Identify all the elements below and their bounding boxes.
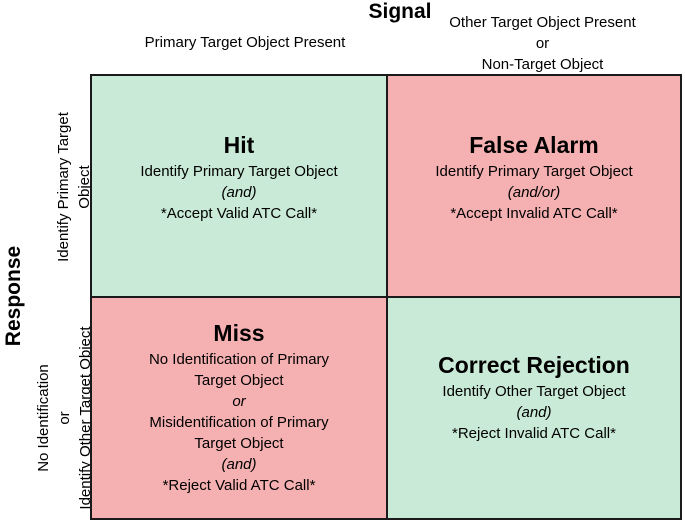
cell-false-alarm: False Alarm Identify Primary Target Obje… [386,74,682,298]
cell-hit: Hit Identify Primary Target Object (and)… [90,74,388,298]
cell-line: or [232,393,246,410]
cell-line: (and/or) [507,184,561,201]
column-header-line: Primary Target Object Present [144,34,346,51]
cell-line: Identify Primary Target Object [435,163,633,180]
signal-detection-matrix: Hit Identify Primary Target Object (and)… [90,74,682,520]
row-header-line: Identify Primary Target [55,112,72,262]
cell-line: *Accept Valid ATC Call* [160,205,318,222]
row-header-no-identification: No Identification or Identify Other Targ… [33,308,94,528]
response-axis-title: Response [2,245,25,347]
cell-miss: Miss No Identification of Primary Target… [90,296,388,520]
cell-title: Hit [223,132,255,158]
cell-line: *Reject Valid ATC Call* [162,477,316,494]
cell-title: Miss [213,320,265,346]
column-header-line: Other Target Object Present [449,14,636,31]
cell-line: No Identification of Primary [148,351,330,368]
cell-line: Identify Primary Target Object [140,163,338,180]
cell-line: *Accept Invalid ATC Call* [450,205,618,222]
cell-line: Target Object [194,435,284,452]
cell-line: (and) [221,184,257,201]
row-header-line: No Identification [35,364,52,472]
cell-title: False Alarm [469,132,599,158]
cell-line: (and) [516,404,552,421]
cell-correct-rejection: Correct Rejection Identify Other Target … [386,296,682,520]
cell-line: Misidentification of Primary [149,414,329,431]
cell-line: *Reject Invalid ATC Call* [452,425,616,442]
cell-line: (and) [221,456,257,473]
column-header-primary-present: Primary Target Object Present [120,32,370,53]
cell-line: Identify Other Target Object [442,383,626,400]
row-header-line: or [56,411,73,425]
column-header-line: or [535,35,550,52]
column-header-other-present: Other Target Object Present or Non-Targe… [420,12,665,75]
cell-line: Target Object [194,372,284,389]
cell-title: Correct Rejection [438,352,630,378]
signal-axis-title: Signal [368,0,432,23]
column-header-line: Non-Target Object [481,56,604,73]
